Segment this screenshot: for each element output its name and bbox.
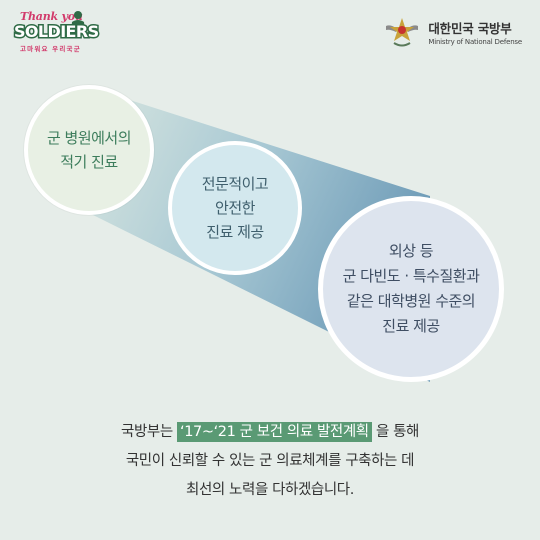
bottom-line-1-prefix: 국방부는 (121, 424, 173, 440)
ministry-name-en: Ministry of National Defense (428, 38, 522, 46)
bottom-statement: 국방부는 ‘17~‘21 군 보건 의료 발전계획 을 통해 국민이 신뢰할 수… (0, 418, 540, 505)
bottom-line-3: 최선의 노력을 다하겠습니다. (186, 482, 354, 498)
mnd-emblem-icon (386, 18, 419, 47)
circle-1-line-1: 군 병원에서의 (46, 129, 132, 147)
circle-3-line-3: 같은 대학병원 수준의 (346, 292, 476, 310)
bottom-line-1: 국방부는 ‘17~‘21 군 보건 의료 발전계획 을 통해 (0, 418, 540, 447)
bottom-line-2: 국민이 신뢰할 수 있는 군 의료체계를 구축하는 데 (125, 453, 415, 469)
bottom-line-1-suffix: 을 통해 (375, 424, 419, 440)
logo-thank-text: Thank you (20, 10, 83, 23)
thank-you-soldiers-logo: Thank you SOLDIERS 고마워요 우리국군 (13, 10, 101, 54)
circle-2-line-1: 전문적이고 (201, 175, 269, 193)
plan-highlight: ‘17~‘21 군 보건 의료 발전계획 (176, 422, 372, 442)
circle-timely-care: 군 병원에서의 적기 진료 (24, 85, 154, 215)
circle-3-line-1: 외상 등 (388, 242, 434, 260)
ministry-name-ko: 대한민국 국방부 (428, 21, 512, 36)
circle-2-line-2: 안전한 (215, 199, 255, 217)
ministry-logo: 대한민국 국방부 Ministry of National Defense (382, 12, 522, 52)
circle-3-line-4: 진료 제공 (382, 317, 440, 335)
circle-1-line-2: 적기 진료 (60, 153, 118, 171)
circle-3-line-2: 군 다빈도 · 특수질환과 (342, 267, 480, 285)
circle-university-level-care: 외상 등 군 다빈도 · 특수질환과 같은 대학병원 수준의 진료 제공 (318, 196, 504, 382)
circle-safe-care: 전문적이고 안전한 진료 제공 (168, 141, 302, 275)
logo-sub-text: 고마워요 우리국군 (20, 45, 81, 53)
logo-main-text: SOLDIERS (13, 21, 101, 43)
circle-2-line-3: 진료 제공 (206, 223, 264, 241)
soldier-silhouette-icon (71, 11, 85, 32)
